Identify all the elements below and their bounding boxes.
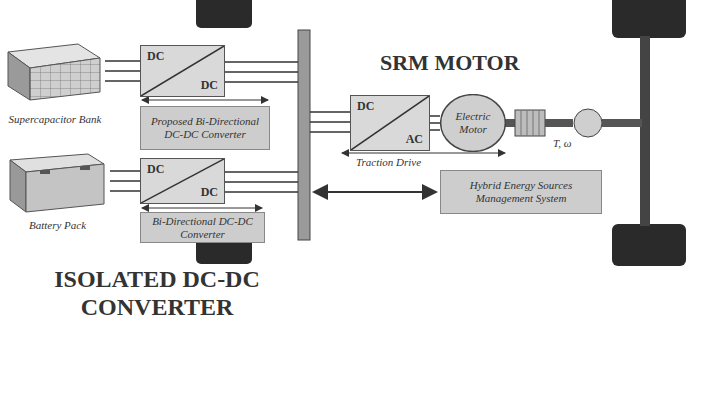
box-text: Bi-Directional DC-DC Converter <box>147 215 258 240</box>
dc-dc-converter: DC DC <box>140 158 225 204</box>
electric-motor: Electric Motor <box>440 94 506 152</box>
figure-label: ISOLATED DC-DC CONVERTER <box>12 266 302 321</box>
torque-label: T, ω <box>553 137 593 150</box>
control-arrow <box>314 191 436 193</box>
span-arrow <box>142 100 268 101</box>
drivetrain <box>505 109 642 137</box>
supercapacitor-picture <box>8 44 100 100</box>
box-text: Hybrid Energy Sources Management System <box>447 179 595 204</box>
section-label: Traction Drive <box>356 156 446 169</box>
source-label: Supercapacitor Bank <box>9 113 102 126</box>
dc-ac-inverter: DC AC <box>350 95 430 151</box>
supercapacitor-bank: Supercapacitor Bank <box>5 42 105 126</box>
box-text: Proposed Bi-Directional DC-DC Converter <box>147 115 263 140</box>
port-label: DC <box>357 99 374 114</box>
port-label: DC <box>147 162 164 177</box>
management-system: Hybrid Energy Sources Management System <box>440 170 602 214</box>
wheel <box>612 224 686 266</box>
box-text: Electric Motor <box>450 110 496 135</box>
wheel <box>196 0 252 28</box>
port-label: DC <box>147 49 164 64</box>
battery-pack: Battery Pack <box>5 152 110 232</box>
dc-dc-converter: DC DC <box>140 45 225 97</box>
battery-picture <box>10 154 104 212</box>
port-label: AC <box>406 132 423 147</box>
wheel <box>612 0 686 38</box>
port-label: DC <box>201 185 218 200</box>
port-label: DC <box>201 78 218 93</box>
source-label: Battery Pack <box>29 219 86 232</box>
span-arrow <box>342 153 505 154</box>
power-wire <box>105 61 140 81</box>
power-wire <box>430 116 440 130</box>
span-arrow <box>142 208 262 209</box>
dc-bus <box>298 30 310 240</box>
power-wire <box>110 171 140 191</box>
axle <box>640 36 650 226</box>
converter-label: Bi-Directional DC-DC Converter <box>140 212 265 243</box>
converter-label: Proposed Bi-Directional DC-DC Converter <box>140 106 270 150</box>
title-label: SRM MOTOR <box>380 50 580 75</box>
